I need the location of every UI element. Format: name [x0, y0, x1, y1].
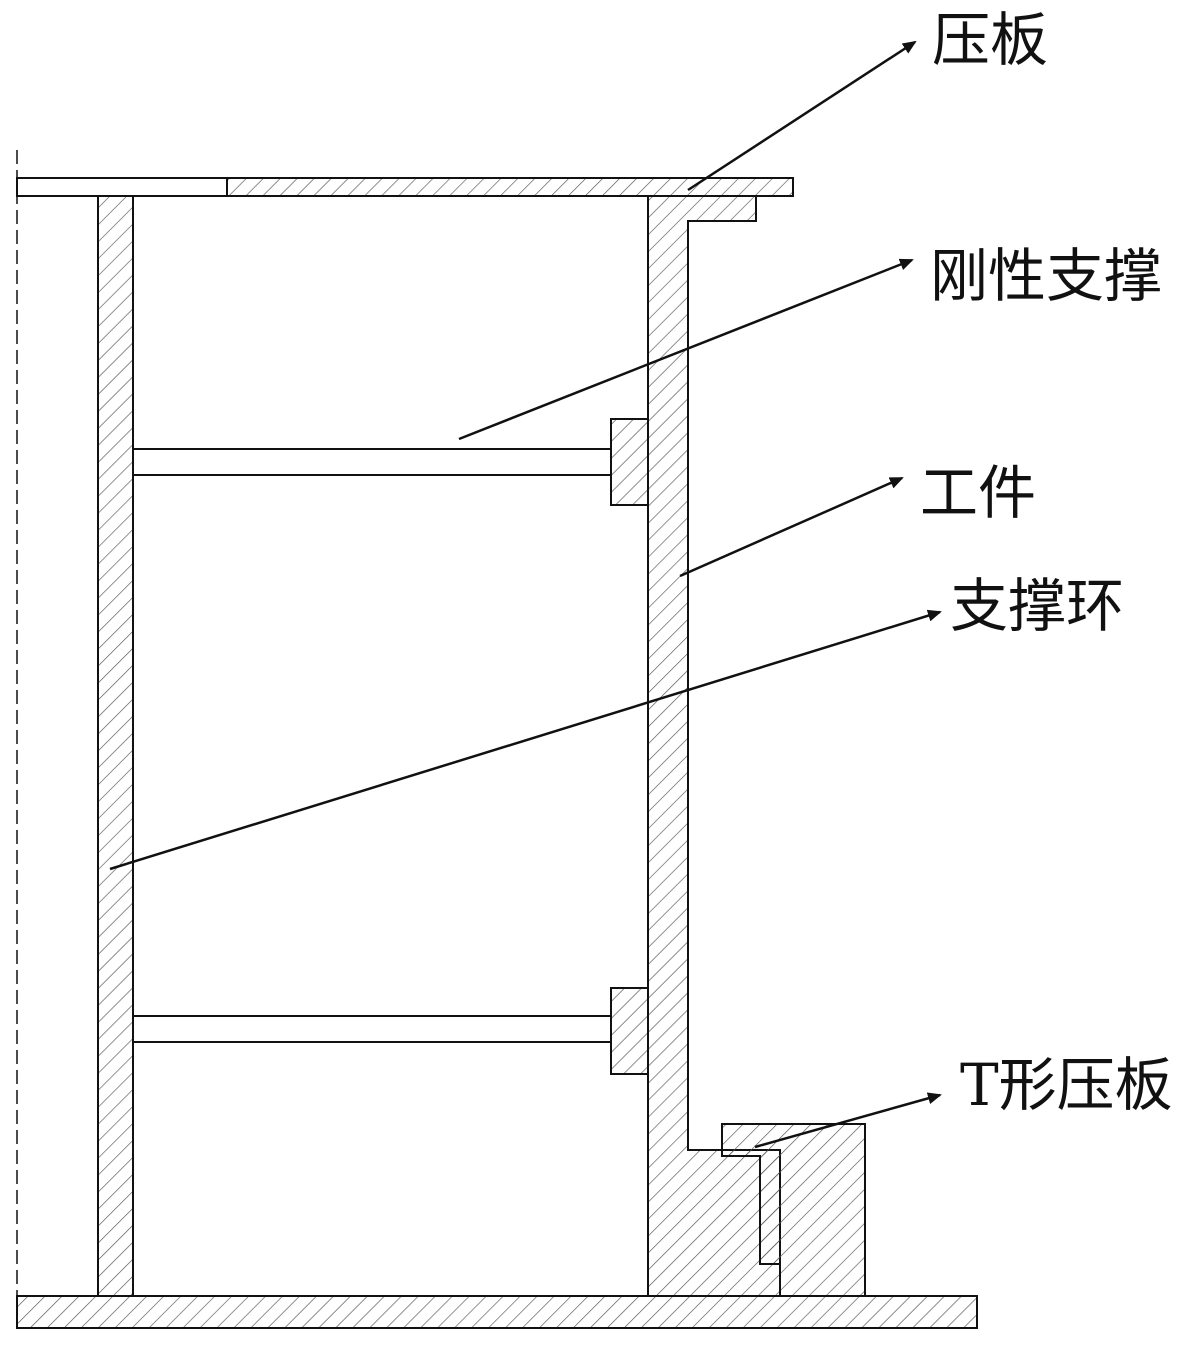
- t-pressure-plate: [721, 1123, 866, 1297]
- support-pad-lower: [610, 987, 649, 1075]
- base-plate: [16, 1295, 978, 1329]
- label-t-pressure-plate: T形压板: [960, 1051, 1173, 1119]
- pressure-plate: [226, 177, 794, 197]
- label-workpiece: 工件: [920, 459, 1036, 527]
- leader-pressure-plate: [687, 40, 917, 192]
- leader-t-pressure-plate: [754, 1092, 942, 1149]
- pressure-plate-left: [16, 177, 228, 197]
- label-rigid-support: 刚性支撑: [930, 242, 1162, 310]
- leader-workpiece: [679, 476, 904, 578]
- label-pressure-plate: 压板: [932, 6, 1048, 74]
- support-pad-upper: [610, 418, 649, 506]
- support-ring: [97, 195, 134, 1297]
- leader-rigid-support: [458, 258, 914, 441]
- label-support-ring: 支撑环: [950, 572, 1124, 640]
- rigid-support-upper: [132, 448, 612, 476]
- rigid-support-lower: [132, 1015, 612, 1043]
- leader-support-ring: [109, 609, 942, 871]
